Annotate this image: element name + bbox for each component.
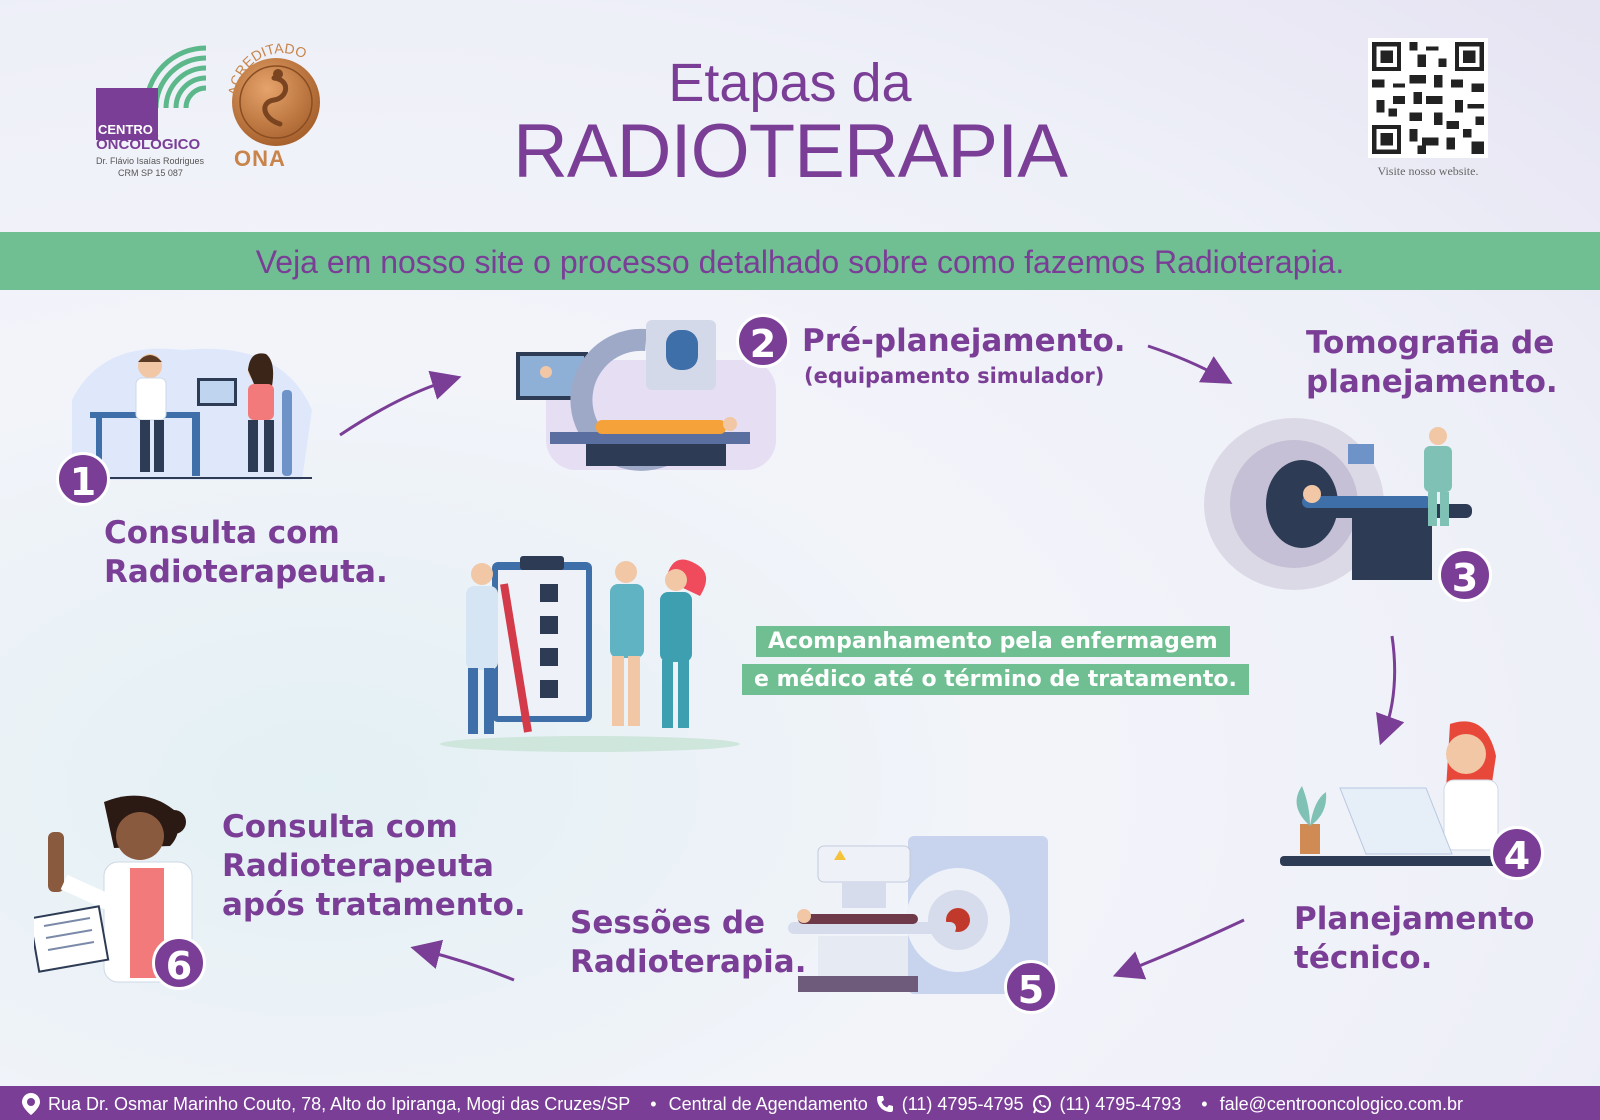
nursing-text-line2: e médico até o término de tratamento. [742, 664, 1249, 695]
step-2-label: Pré-planejamento. [802, 323, 1126, 359]
footer-whatsapp[interactable]: (11) 4795-4793 [1059, 1093, 1182, 1114]
step-4-label: Planejamento técnico. [1294, 900, 1534, 978]
accreditation-seal: ACREDITADO ONA [225, 36, 336, 186]
footer-scheduling-label: Central de Agendamento [668, 1093, 868, 1114]
footer-separator: • [650, 1093, 657, 1114]
step-6-line2: Radioterapeuta [222, 848, 494, 884]
logo-doctor: Dr. Flávio Isaías Rodrigues [96, 156, 205, 166]
info-banner [0, 232, 1600, 290]
step-5-label: Sessões de Radioterapia. [570, 904, 806, 982]
step-6-line3: após tratamento. [222, 887, 526, 923]
seal-brand: ONA [234, 146, 286, 171]
clinic-logo: CENTRO ONCOLÓGICO Dr. Flávio Isaías Rodr… [96, 38, 216, 188]
whatsapp-icon [1032, 1095, 1051, 1114]
medical-team-illustration [440, 556, 740, 752]
logo-line2: ONCOLÓGICO [96, 136, 201, 153]
ona-seal-icon: ACREDITADO [225, 40, 320, 146]
ct-scanner-illustration [1204, 418, 1472, 590]
step-4-line2: técnico. [1294, 940, 1433, 976]
page-title-line2: RADIOTERAPIA [513, 109, 1068, 194]
step-6-label: Consulta com Radioterapeuta após tratame… [222, 808, 526, 925]
simulator-machine-illustration [516, 320, 776, 471]
step-6-line1: Consulta com [222, 809, 458, 845]
info-banner-text[interactable]: Veja em nosso site o processo detalhado … [255, 244, 1345, 280]
step-2-badge: 2 [736, 314, 790, 368]
doctor-consultation-illustration [72, 348, 312, 480]
footer-bar [0, 1086, 1600, 1120]
arrow-5-to-6 [410, 939, 515, 982]
qr-caption: Visite nosso website. [1377, 164, 1479, 178]
page-title-line1: Etapas da [668, 53, 912, 113]
step-3-badge: 3 [1438, 548, 1492, 602]
location-pin-icon [22, 1093, 40, 1115]
arrow-1-to-2 [339, 370, 462, 437]
step-1-label: Consulta com Radioterapeuta. [104, 514, 388, 592]
step-5-line1: Sessões de [570, 905, 766, 941]
step-2-sub: (equipamento simulador) [804, 364, 1105, 388]
planning-doctor-laptop-illustration [1280, 721, 1524, 866]
linear-accelerator-illustration [788, 836, 1048, 994]
logo-crm: CRM SP 15 087 [118, 168, 183, 178]
arrow-3-to-4 [1376, 635, 1405, 746]
step-3-line1: Tomografia de [1306, 325, 1555, 361]
step-3-line2: planejamento. [1306, 364, 1558, 400]
footer-contact: Rua Dr. Osmar Marinho Couto, 78, Alto do… [22, 1091, 1463, 1117]
step-6-badge: 6 [152, 936, 206, 990]
nursing-text-line1: Acompanhamento pela enfermagem [756, 626, 1230, 657]
step-1-line2: Radioterapeuta. [104, 554, 388, 590]
qr-code-icon[interactable] [1368, 38, 1488, 158]
arrow-2-to-3 [1147, 344, 1233, 384]
step-1-line1: Consulta com [104, 515, 340, 551]
step-5-badge: 5 [1004, 960, 1058, 1014]
logo-line1: CENTRO [96, 122, 155, 137]
footer-separator: • [1201, 1093, 1208, 1114]
footer-phone[interactable]: (11) 4795-4795 [901, 1093, 1024, 1114]
footer-address[interactable]: Rua Dr. Osmar Marinho Couto, 78, Alto do… [48, 1093, 631, 1114]
phone-icon [876, 1096, 893, 1112]
step-3-label: Tomografia de planejamento. [1306, 324, 1558, 402]
footer-email[interactable]: fale@centrooncologico.com.br [1219, 1093, 1463, 1114]
arrow-4-to-5 [1112, 918, 1245, 980]
step-5-line2: Radioterapia. [570, 944, 807, 980]
step-1-badge: 1 [56, 452, 110, 506]
step-4-line1: Planejamento [1294, 901, 1535, 937]
step-4-badge: 4 [1490, 826, 1544, 880]
